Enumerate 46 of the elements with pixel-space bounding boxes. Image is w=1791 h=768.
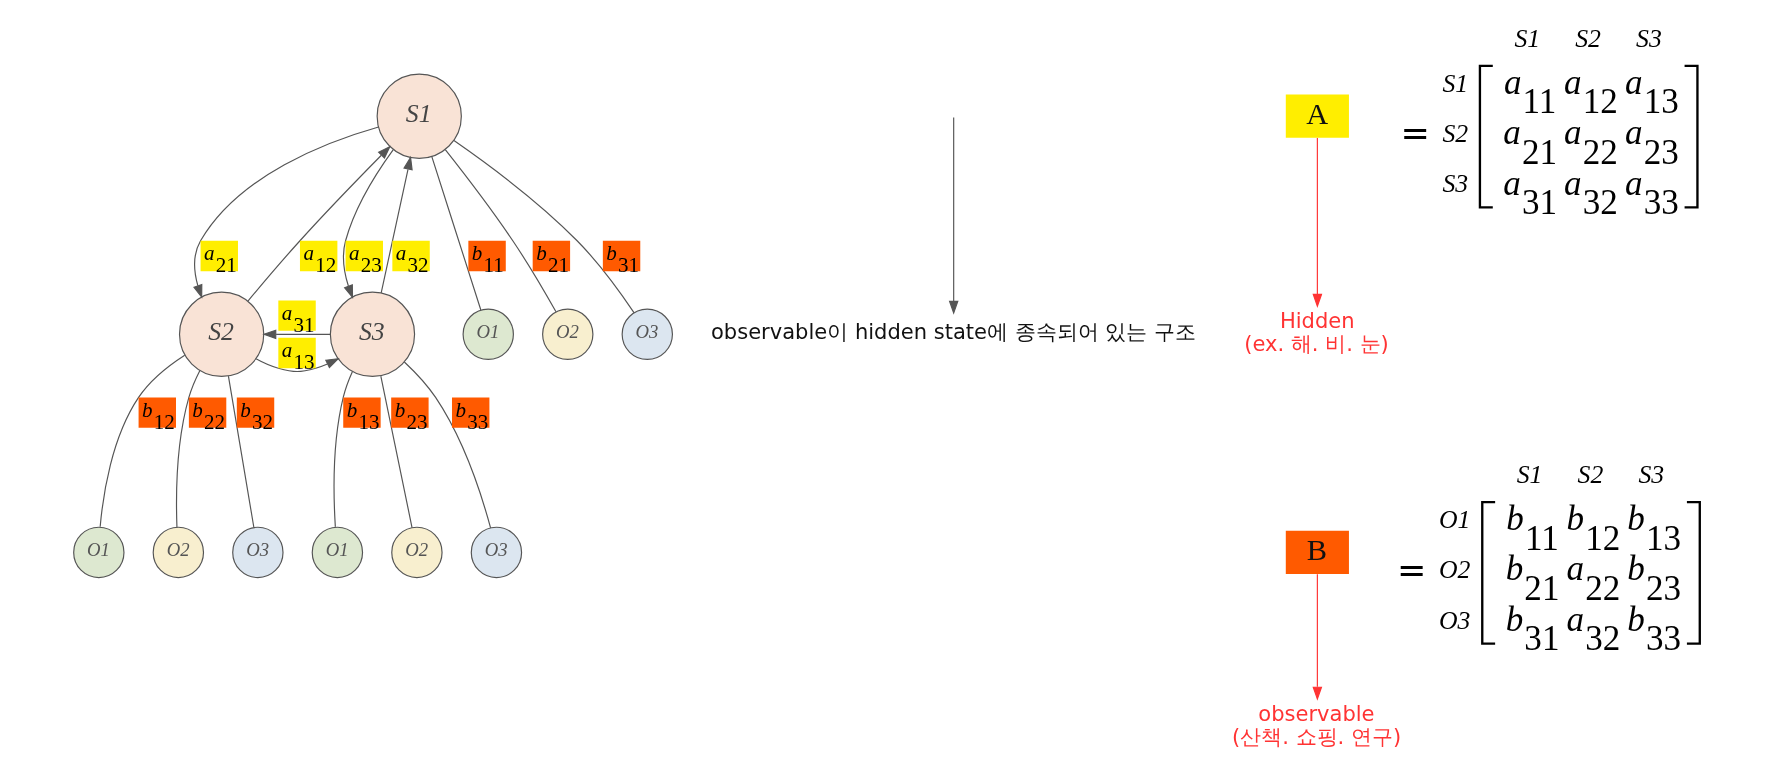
connector [176, 369, 201, 528]
arrow [1312, 137, 1323, 308]
node-circle: O1 [462, 308, 514, 361]
node-box: B [1285, 530, 1349, 575]
label: S3 [1442, 169, 1469, 199]
node-circle: O2 [152, 526, 205, 579]
label: O2 [1439, 555, 1471, 585]
node-circle: O3 [621, 308, 673, 361]
connector [333, 371, 354, 528]
arrow [948, 116, 959, 315]
node-circle: O3 [470, 526, 523, 579]
connector [431, 155, 482, 311]
node-text: observable (산책. 쇼핑. 연구) [1232, 700, 1402, 750]
arrow [1312, 573, 1323, 701]
arrow [247, 145, 391, 302]
node-box: A [1285, 94, 1349, 138]
label: S2 [1575, 23, 1601, 53]
connector [227, 375, 255, 529]
connector [99, 354, 186, 528]
node-circle: O1 [311, 526, 364, 579]
label: S3 [1636, 23, 1662, 53]
node-circle: S3 [329, 291, 416, 377]
arrow [380, 155, 413, 294]
node-circle: S2 [178, 291, 265, 377]
node-circle: O2 [542, 308, 594, 361]
label: S1 [1516, 459, 1543, 489]
connector [453, 139, 635, 314]
label: S2 [1577, 459, 1604, 489]
label: O1 [1439, 504, 1471, 534]
connector [444, 149, 557, 313]
arrow [255, 358, 340, 373]
label: O3 [1439, 605, 1471, 635]
label: S3 [1638, 459, 1665, 489]
label: = [1400, 112, 1430, 154]
connector [380, 375, 413, 529]
node-circle: O1 [73, 526, 125, 579]
label: S1 [1514, 23, 1541, 53]
node-text: observable이 hidden state에 종속되어 있는 구조 [711, 319, 1197, 345]
label: = [1396, 548, 1427, 590]
node-circle: O2 [391, 526, 443, 579]
node-text: Hidden (ex. 해. 비. 눈) [1244, 307, 1389, 357]
label: S1 [1442, 68, 1469, 98]
node-circle: O3 [232, 526, 284, 579]
arrow [262, 329, 331, 340]
label: S2 [1442, 119, 1469, 149]
arrow [193, 126, 380, 299]
